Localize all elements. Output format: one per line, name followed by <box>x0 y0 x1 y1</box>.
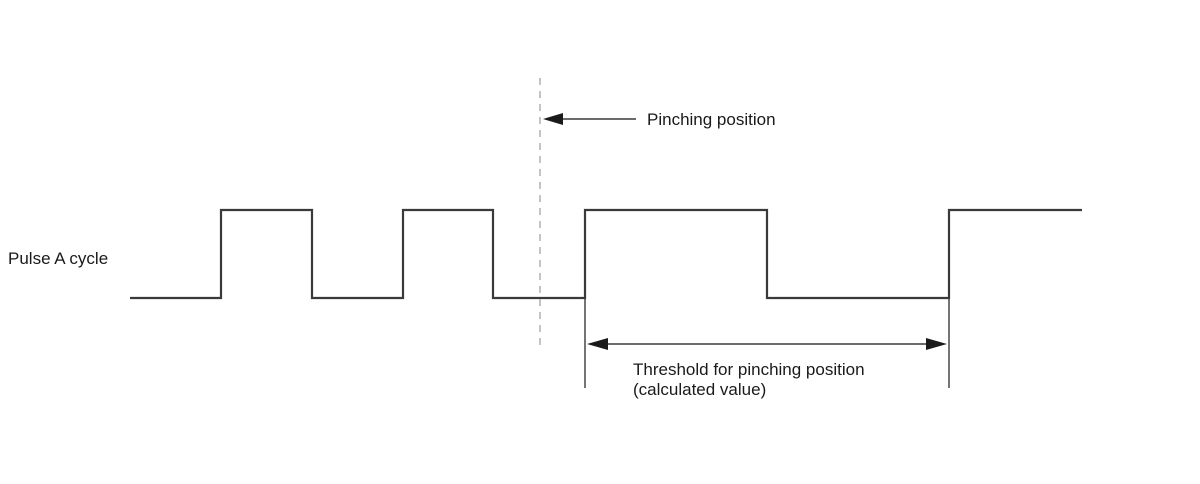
pinching-position-pointer <box>543 113 636 125</box>
pulse-waveform <box>130 208 1082 300</box>
right-arrowhead-icon <box>926 338 947 350</box>
threshold-label-line2: (calculated value) <box>633 380 766 399</box>
signal-label: Pulse A cycle <box>8 249 108 268</box>
left-arrowhead-icon <box>543 113 563 125</box>
left-arrowhead-icon <box>587 338 608 350</box>
threshold-label-line1: Threshold for pinching position <box>633 360 865 379</box>
pinching-position-label: Pinching position <box>647 110 776 129</box>
threshold-span-arrow <box>587 338 947 350</box>
